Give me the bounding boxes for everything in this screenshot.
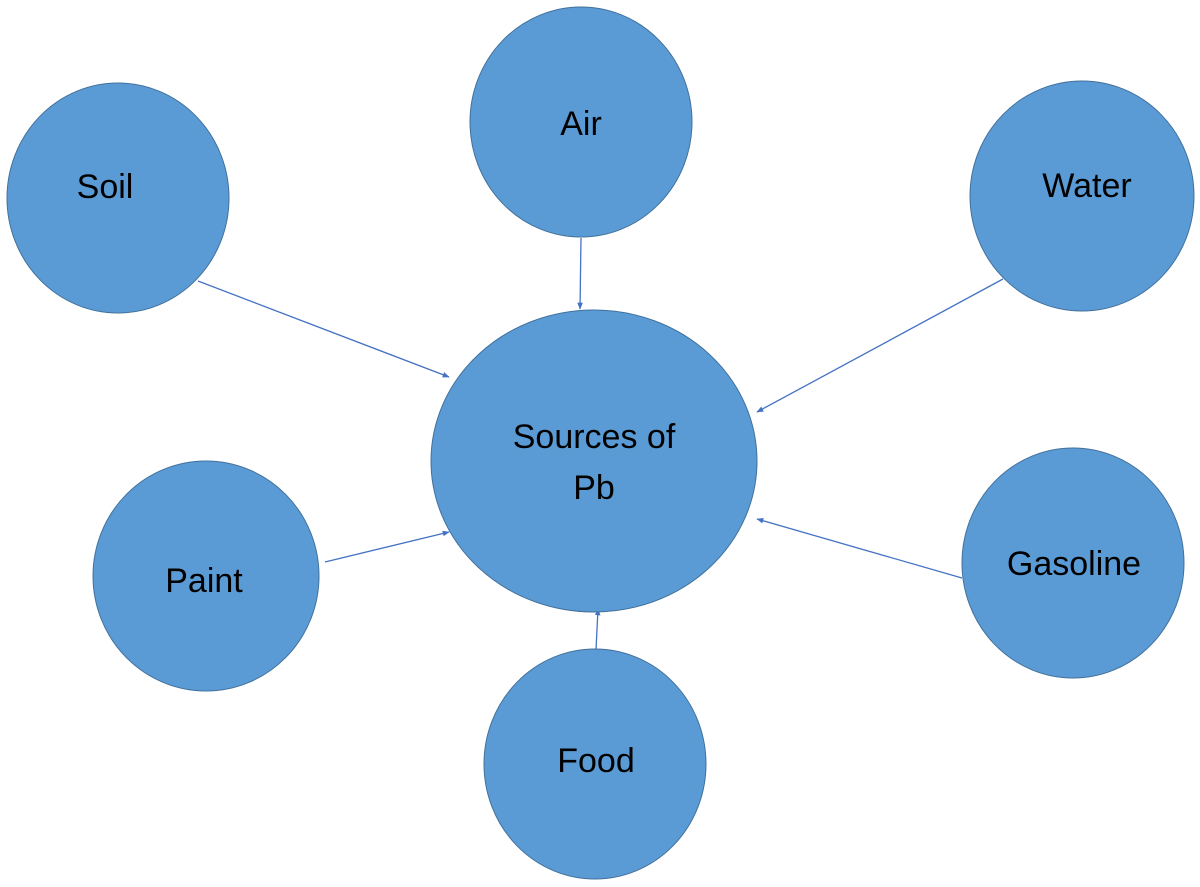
source-node-food: Food — [483, 648, 707, 880]
water-circle — [969, 80, 1195, 312]
center-node: Sources of Pb — [430, 309, 758, 613]
center-node-label-line1: Sources of — [513, 418, 676, 456]
paint-circle — [92, 460, 320, 692]
paint-label: Paint — [165, 562, 243, 600]
arrow-water-to-center — [756, 278, 1004, 413]
source-node-paint: Paint — [92, 460, 320, 692]
arrow-paint-to-center — [324, 530, 450, 563]
food-label: Food — [557, 742, 635, 780]
soil-circle — [6, 82, 230, 314]
water-label: Water — [1042, 167, 1131, 205]
arrow-soil-to-center — [197, 280, 450, 378]
source-node-water: Water — [969, 80, 1195, 312]
arrow-air-to-center — [577, 237, 583, 310]
arrow-gasoline-to-center — [756, 518, 963, 579]
source-node-soil: Soil — [6, 82, 230, 314]
source-node-air: Air — [469, 6, 693, 238]
soil-label: Soil — [77, 168, 134, 206]
gasoline-circle — [961, 447, 1185, 679]
gasoline-label: Gasoline — [1007, 545, 1141, 583]
food-circle — [483, 648, 707, 880]
air-circle — [469, 6, 693, 238]
center-node-label-line2: Pb — [573, 469, 615, 507]
center-node-circle — [430, 309, 758, 613]
air-label: Air — [560, 105, 602, 143]
source-node-gasoline: Gasoline — [961, 447, 1185, 679]
connectors — [197, 237, 1004, 651]
arrow-food-to-center — [594, 608, 601, 651]
